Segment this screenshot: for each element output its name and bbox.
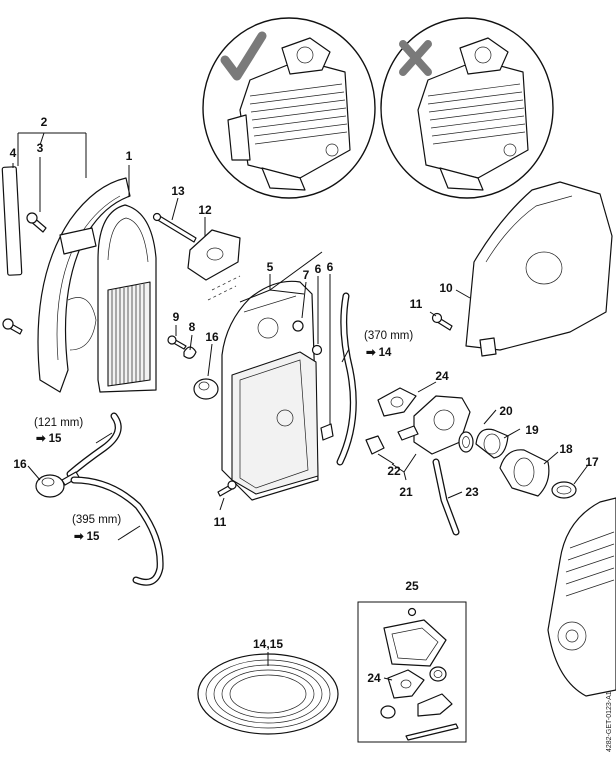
screw-part-3 — [26, 212, 47, 233]
carburetor-box-part — [221, 280, 319, 501]
cylinder-correct-illustration — [227, 37, 351, 191]
label-13: 13 — [171, 184, 185, 198]
label-16b: 16 — [13, 457, 27, 471]
label-20: 20 — [499, 404, 513, 418]
sticker-part — [1, 166, 23, 276]
clamp-part-17 — [551, 481, 577, 499]
label-2: 2 — [41, 115, 48, 129]
svg-text:➡15: ➡15 — [36, 433, 62, 445]
callout-hose-121: (121 mm) ➡15 — [34, 417, 83, 445]
engine-cylinder-part — [547, 497, 616, 697]
fuel-hose-370 — [336, 292, 357, 466]
hose-370-ref: 14 — [379, 347, 392, 359]
label-17: 17 — [585, 455, 599, 469]
filter-cover-part — [37, 177, 131, 393]
hose-coil-part — [197, 653, 339, 735]
callout-hose-370: (370 mm) ➡14 — [364, 330, 413, 359]
primer-bulb-part-upper — [193, 378, 219, 400]
label-19: 19 — [525, 423, 539, 437]
callout-hose-395: (395 mm) ➡15 — [72, 514, 121, 543]
label-6a: 6 — [315, 262, 322, 276]
grommet-part-6 — [320, 423, 334, 441]
cylinder-incorrect-illustration — [417, 37, 529, 191]
manifold-part-18 — [499, 449, 550, 497]
fuel-hose-121 — [66, 412, 122, 478]
label-24a: 24 — [435, 369, 449, 383]
arrow-right-icon: ➡ — [36, 433, 47, 445]
screw-part-9 — [167, 335, 187, 350]
arrow-right-icon: ➡ — [366, 347, 377, 359]
nut-part-7 — [292, 320, 304, 332]
hose-370-length: (370 mm) — [364, 330, 413, 342]
inset-correct — [202, 17, 376, 199]
hose-395-length: (395 mm) — [72, 514, 121, 526]
label-24b: 24 — [367, 671, 381, 685]
label-5: 5 — [267, 260, 274, 274]
gasket-part-24 — [377, 387, 417, 417]
nut-part-6 — [311, 344, 323, 356]
hose-395-ref: 15 — [87, 531, 100, 543]
label-6b: 6 — [327, 260, 334, 274]
label-11b: 11 — [214, 515, 227, 529]
clip-part-8 — [183, 346, 197, 359]
drawing-code: 4282-GET-0123-A1 — [606, 691, 613, 752]
fan-housing-part — [465, 181, 613, 357]
impulse-hose-23 — [432, 458, 460, 536]
check-mark — [220, 31, 267, 81]
label-3: 3 — [37, 141, 44, 155]
leader-lines — [12, 132, 589, 681]
stud-bolt-part — [152, 212, 197, 243]
fuel-hose-395 — [70, 476, 164, 586]
cross-mark — [399, 40, 432, 76]
bracket-part — [187, 229, 241, 301]
label-16a: 16 — [205, 330, 219, 344]
label-10: 10 — [439, 281, 453, 295]
svg-text:➡15: ➡15 — [74, 531, 100, 543]
label-11a: 11 — [410, 297, 423, 311]
label-12: 12 — [198, 203, 212, 217]
seal-part-20 — [458, 431, 474, 453]
label-25: 25 — [405, 579, 419, 593]
label-7: 7 — [303, 268, 310, 282]
screw-part-11b — [217, 480, 237, 497]
label-1: 1 — [126, 149, 133, 163]
air-filter-part — [97, 204, 157, 393]
label-14-15: 14,15 — [253, 637, 283, 651]
label-22: 22 — [387, 464, 401, 478]
repair-kit-box — [357, 601, 467, 743]
label-9: 9 — [173, 310, 180, 324]
label-21: 21 — [399, 485, 413, 499]
label-23: 23 — [465, 485, 479, 499]
screw-part-11a — [431, 312, 453, 331]
grommet-part-22 — [365, 435, 385, 455]
inset-incorrect — [380, 17, 554, 199]
primer-bulb-part-lower — [35, 471, 80, 498]
label-18: 18 — [559, 442, 573, 456]
hose-121-length: (121 mm) — [34, 417, 83, 429]
label-8: 8 — [189, 320, 196, 334]
intake-part-19 — [475, 428, 509, 459]
label-4: 4 — [10, 146, 17, 160]
hose-121-ref: 15 — [49, 433, 62, 445]
carburetor-part — [397, 395, 471, 455]
svg-text:➡14: ➡14 — [366, 347, 392, 359]
screw-part-left — [2, 318, 23, 335]
arrow-right-icon: ➡ — [74, 531, 85, 543]
